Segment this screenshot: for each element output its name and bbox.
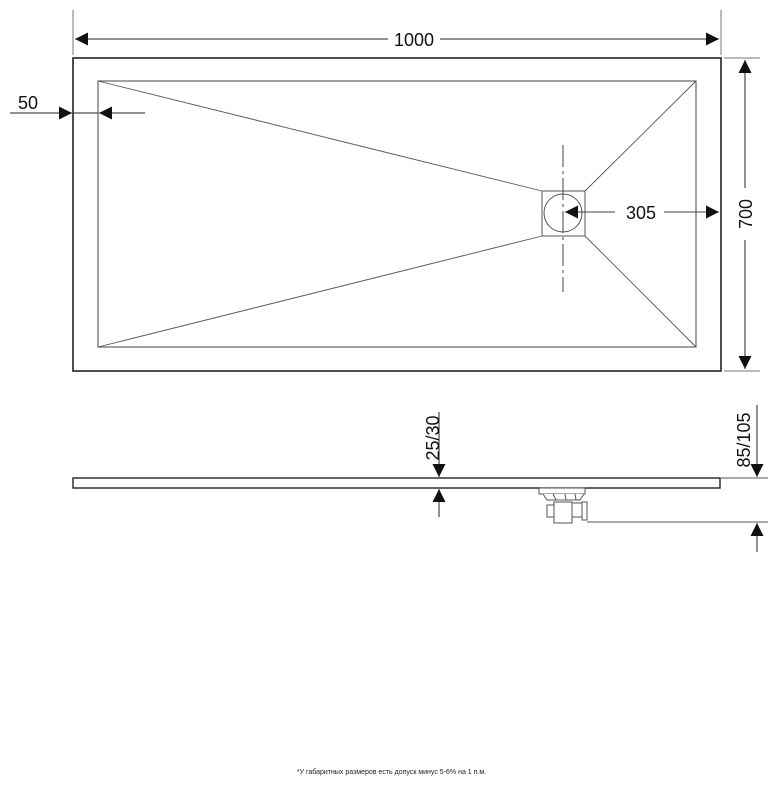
drain-offset-dimension: 305 bbox=[626, 203, 656, 223]
tray-outline bbox=[72, 57, 722, 372]
tolerance-footnote: *У габаритных размеров есть допуск минус… bbox=[296, 769, 487, 776]
tray-inner-outline bbox=[97, 80, 697, 348]
drain-siphon bbox=[538, 487, 588, 524]
height-dimension: 700 bbox=[736, 199, 756, 229]
width-dimension: 1000 bbox=[394, 30, 434, 50]
top-view: 1000 50 305 700 bbox=[10, 10, 760, 372]
thickness-dimension: 25/30 bbox=[423, 415, 443, 460]
tray-profile bbox=[72, 477, 721, 489]
drain bbox=[541, 145, 586, 292]
side-view: 25/30 85/105 bbox=[72, 405, 768, 552]
border-dimension: 50 bbox=[18, 93, 38, 113]
total-height-dimension: 85/105 bbox=[734, 412, 754, 467]
slope-lines bbox=[97, 80, 697, 348]
